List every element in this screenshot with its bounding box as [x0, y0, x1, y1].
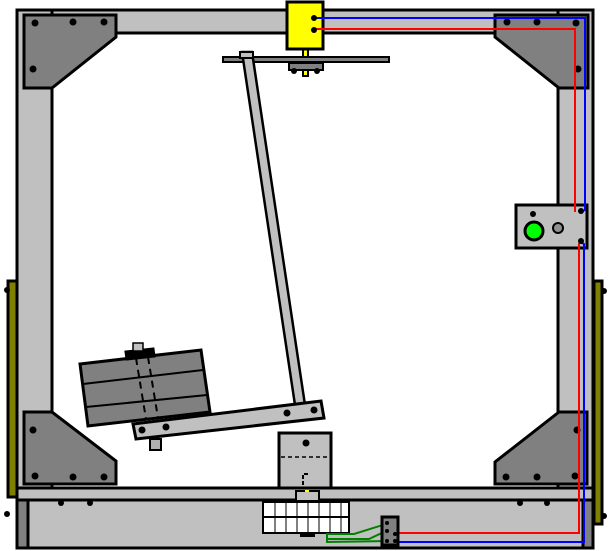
base-left-strip [15, 498, 30, 550]
weight-plate-line [85, 394, 208, 408]
pivot-nuts [291, 68, 320, 74]
yellow-marker [305, 490, 309, 492]
wire-terminals [311, 15, 584, 244]
lower-arm [131, 399, 326, 441]
motor-foot [300, 533, 315, 537]
gray-button-icon [552, 222, 564, 234]
encoder-shaft-hidden [302, 473, 308, 488]
encoder-pivot-bolt [302, 439, 310, 447]
gusset-top-right [493, 13, 590, 90]
signal-wires [326, 523, 387, 544]
coupling [295, 490, 320, 502]
green-led-icon [523, 220, 545, 242]
left-frame-post [15, 8, 54, 492]
weight-screw-bottom [149, 438, 162, 451]
weight-bolt-hidden [147, 356, 159, 419]
base-bolts [58, 500, 550, 506]
top-crossbar [222, 56, 390, 63]
connector-pins [385, 521, 397, 543]
lower-arm-bolts [138, 406, 318, 434]
gusset-bolts [29, 18, 582, 481]
gusset-bottom-left [22, 410, 118, 486]
panel-bolt [530, 211, 536, 217]
weight-screw-top [132, 342, 144, 352]
side-plate-bolts [4, 287, 607, 519]
rod-clamp [239, 51, 254, 59]
yellow-sensor-box [285, 0, 325, 51]
grill-slats [274, 502, 342, 533]
gusset-bottom-right [493, 410, 589, 486]
gusset-top-left [22, 13, 118, 90]
weight-block [78, 348, 212, 428]
right-side-plate [592, 279, 604, 526]
weight-plate-line [82, 369, 204, 385]
pendulum-rod [240, 50, 307, 407]
weight-bolt-hidden [135, 357, 147, 420]
